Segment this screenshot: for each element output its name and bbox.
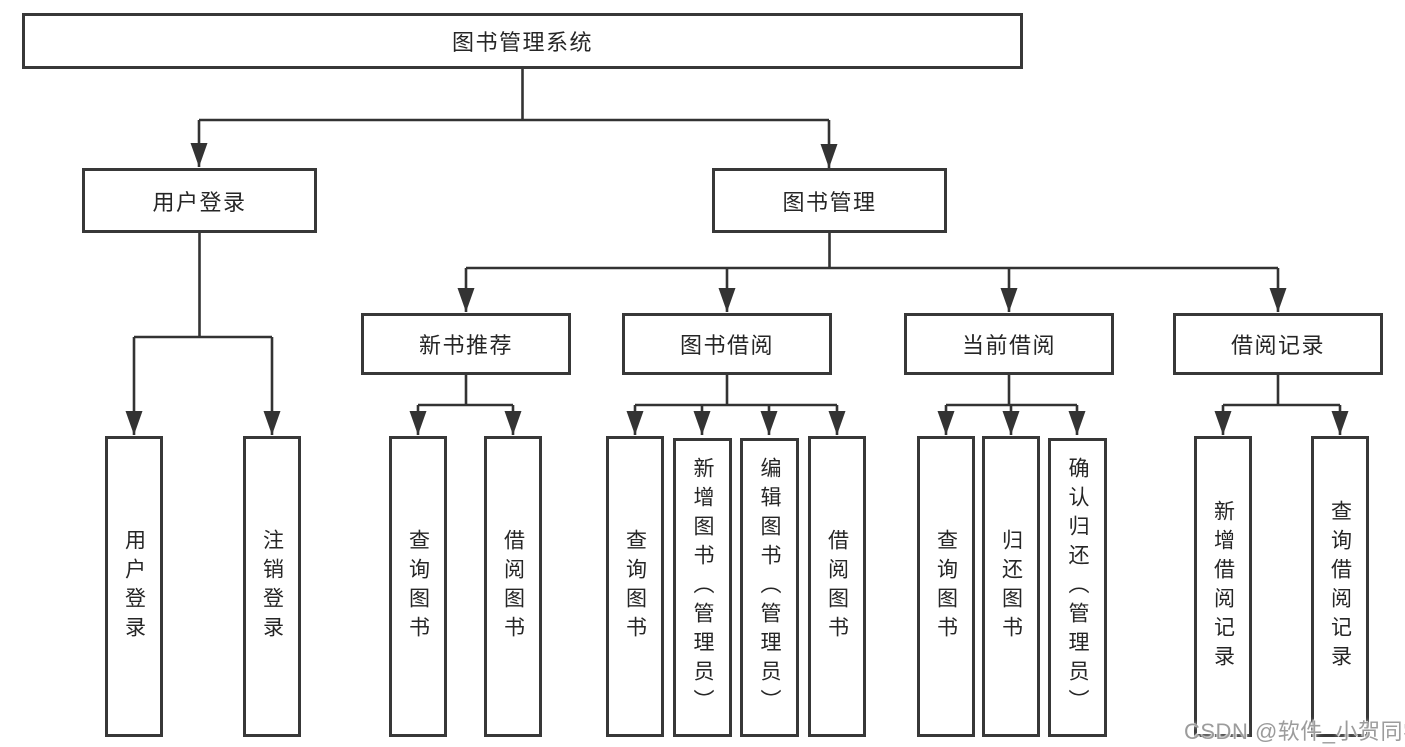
node-leaf-query-books-current-label: 查询图书 <box>934 528 958 645</box>
node-leaf-borrow-books-recommend-label: 借阅图书 <box>501 528 525 645</box>
node-leaf-query-books-recommend: 查询图书 <box>389 436 447 737</box>
node-leaf-user-login-label: 用户登录 <box>122 528 146 645</box>
edges-new-book-recommend-to-children <box>409 375 522 435</box>
edges-book-borrowing-to-children <box>626 375 846 435</box>
node-leaf-query-books-borrowing: 查询图书 <box>606 436 664 737</box>
edges-user-login-to-children <box>125 233 281 435</box>
node-leaf-confirm-return: 确认归还（管理员） <box>1048 438 1107 737</box>
node-leaf-confirm-return-label: 确认归还（管理员） <box>1066 457 1089 718</box>
edges-borrowing-records-to-children <box>1214 375 1349 435</box>
node-leaf-add-borrow-record-label: 新增借阅记录 <box>1211 499 1235 674</box>
csdn-watermark: CSDN @软件_小贺同学 <box>1184 719 1405 744</box>
node-new-book-recommend-label: 新书推荐 <box>418 333 513 358</box>
node-book-borrowing: 图书借阅 <box>622 313 832 375</box>
node-root: 图书管理系统 <box>22 13 1023 69</box>
edges-book-management-to-level3 <box>457 233 1287 312</box>
edges-root-to-level2 <box>190 69 838 168</box>
node-book-management-label: 图书管理 <box>782 189 877 215</box>
node-leaf-add-books-label: 新增图书（管理员） <box>691 457 714 718</box>
node-leaf-add-books: 新增图书（管理员） <box>673 438 732 737</box>
node-leaf-logout: 注销登录 <box>243 436 301 737</box>
node-leaf-query-borrow-record-label: 查询借阅记录 <box>1328 499 1352 674</box>
node-current-borrowing-label: 当前借阅 <box>961 333 1056 358</box>
node-leaf-add-borrow-record: 新增借阅记录 <box>1194 436 1252 737</box>
node-leaf-borrow-books-recommend: 借阅图书 <box>484 436 542 737</box>
node-leaf-return-books-label: 归还图书 <box>999 528 1023 645</box>
node-leaf-query-books-recommend-label: 查询图书 <box>406 528 430 645</box>
node-leaf-query-books-borrowing-label: 查询图书 <box>623 528 647 645</box>
node-leaf-edit-books: 编辑图书（管理员） <box>740 438 799 737</box>
node-leaf-return-books: 归还图书 <box>982 436 1040 737</box>
node-user-login-label: 用户登录 <box>152 189 247 215</box>
node-leaf-query-books-current: 查询图书 <box>917 436 975 737</box>
node-root-label: 图书管理系统 <box>451 30 593 55</box>
node-leaf-logout-label: 注销登录 <box>260 528 284 645</box>
node-leaf-user-login: 用户登录 <box>105 436 163 737</box>
node-book-management: 图书管理 <box>712 168 947 233</box>
node-leaf-borrow-books-borrowing-label: 借阅图书 <box>825 528 849 645</box>
node-new-book-recommend: 新书推荐 <box>361 313 571 375</box>
node-user-login: 用户登录 <box>82 168 317 233</box>
node-leaf-query-borrow-record: 查询借阅记录 <box>1311 436 1369 737</box>
node-borrowing-records-label: 借阅记录 <box>1230 333 1325 358</box>
node-current-borrowing: 当前借阅 <box>904 313 1114 375</box>
edges-current-borrowing-to-children <box>937 375 1086 435</box>
node-borrowing-records: 借阅记录 <box>1173 313 1383 375</box>
node-leaf-borrow-books-borrowing: 借阅图书 <box>808 436 866 737</box>
node-book-borrowing-label: 图书借阅 <box>679 333 774 358</box>
node-leaf-edit-books-label: 编辑图书（管理员） <box>758 457 781 718</box>
